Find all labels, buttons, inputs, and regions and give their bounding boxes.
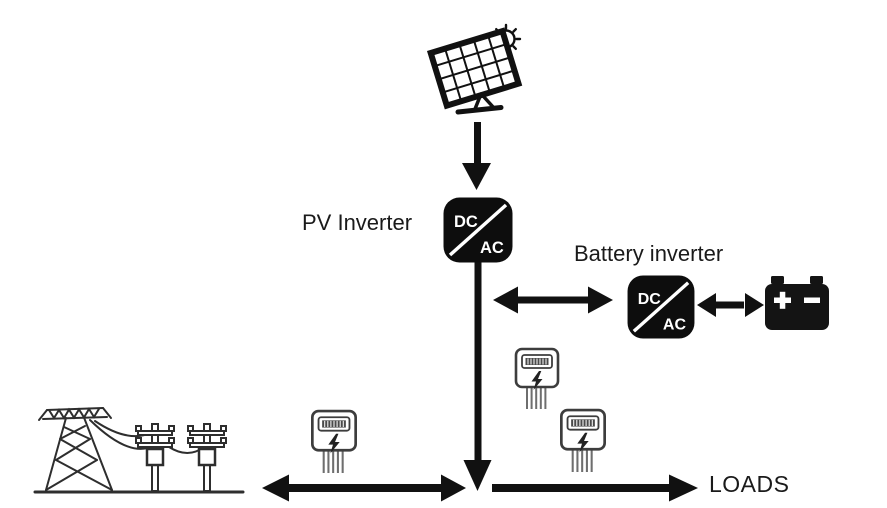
energy-meter-icon-loads	[560, 408, 606, 472]
battery-icon	[765, 276, 829, 330]
battery-inverter-dc-label: DC	[638, 291, 662, 308]
battery-minus	[804, 297, 820, 303]
arrow-pv-inverter-to-junction	[463, 262, 492, 491]
pv-inverter-ac-label: AC	[480, 239, 504, 257]
panel-stand	[455, 92, 504, 115]
power-grid-icon	[33, 407, 245, 494]
arrow-panel-to-pv-inverter	[462, 122, 491, 190]
battery-plus	[774, 291, 791, 309]
bolt-icon	[531, 371, 543, 390]
bidirectional-arrow-battery-inverter-battery	[697, 293, 764, 317]
energy-meter-icon-grid	[311, 409, 357, 473]
battery-inverter-icon: DC AC	[627, 275, 695, 339]
arrow-junction-to-loads	[492, 474, 698, 502]
battery-inverter-ac-label: AC	[663, 316, 687, 333]
bidirectional-arrow-grid-junction	[262, 474, 466, 502]
energy-meter-icon-battery-link	[514, 347, 560, 409]
battery-inverter-label: Battery inverter	[574, 241, 724, 266]
bolt-icon	[577, 432, 589, 453]
pv-inverter-icon: DC AC	[443, 197, 513, 263]
inverter-diagonal	[448, 203, 508, 257]
utility-pole-1	[135, 423, 175, 492]
loads-label: LOADS	[709, 471, 790, 497]
utility-pole-2	[187, 423, 227, 492]
pv-inverter-dc-label: DC	[454, 213, 478, 231]
inverter-diagonal	[632, 281, 690, 333]
pv-inverter-label: PV Inverter	[302, 210, 413, 235]
bidirectional-arrow-pv-battery-inverter	[493, 286, 613, 314]
pv-module	[426, 27, 523, 110]
bolt-icon	[328, 433, 340, 454]
transmission-tower	[38, 407, 113, 491]
solar-panel-icon	[426, 23, 523, 115]
